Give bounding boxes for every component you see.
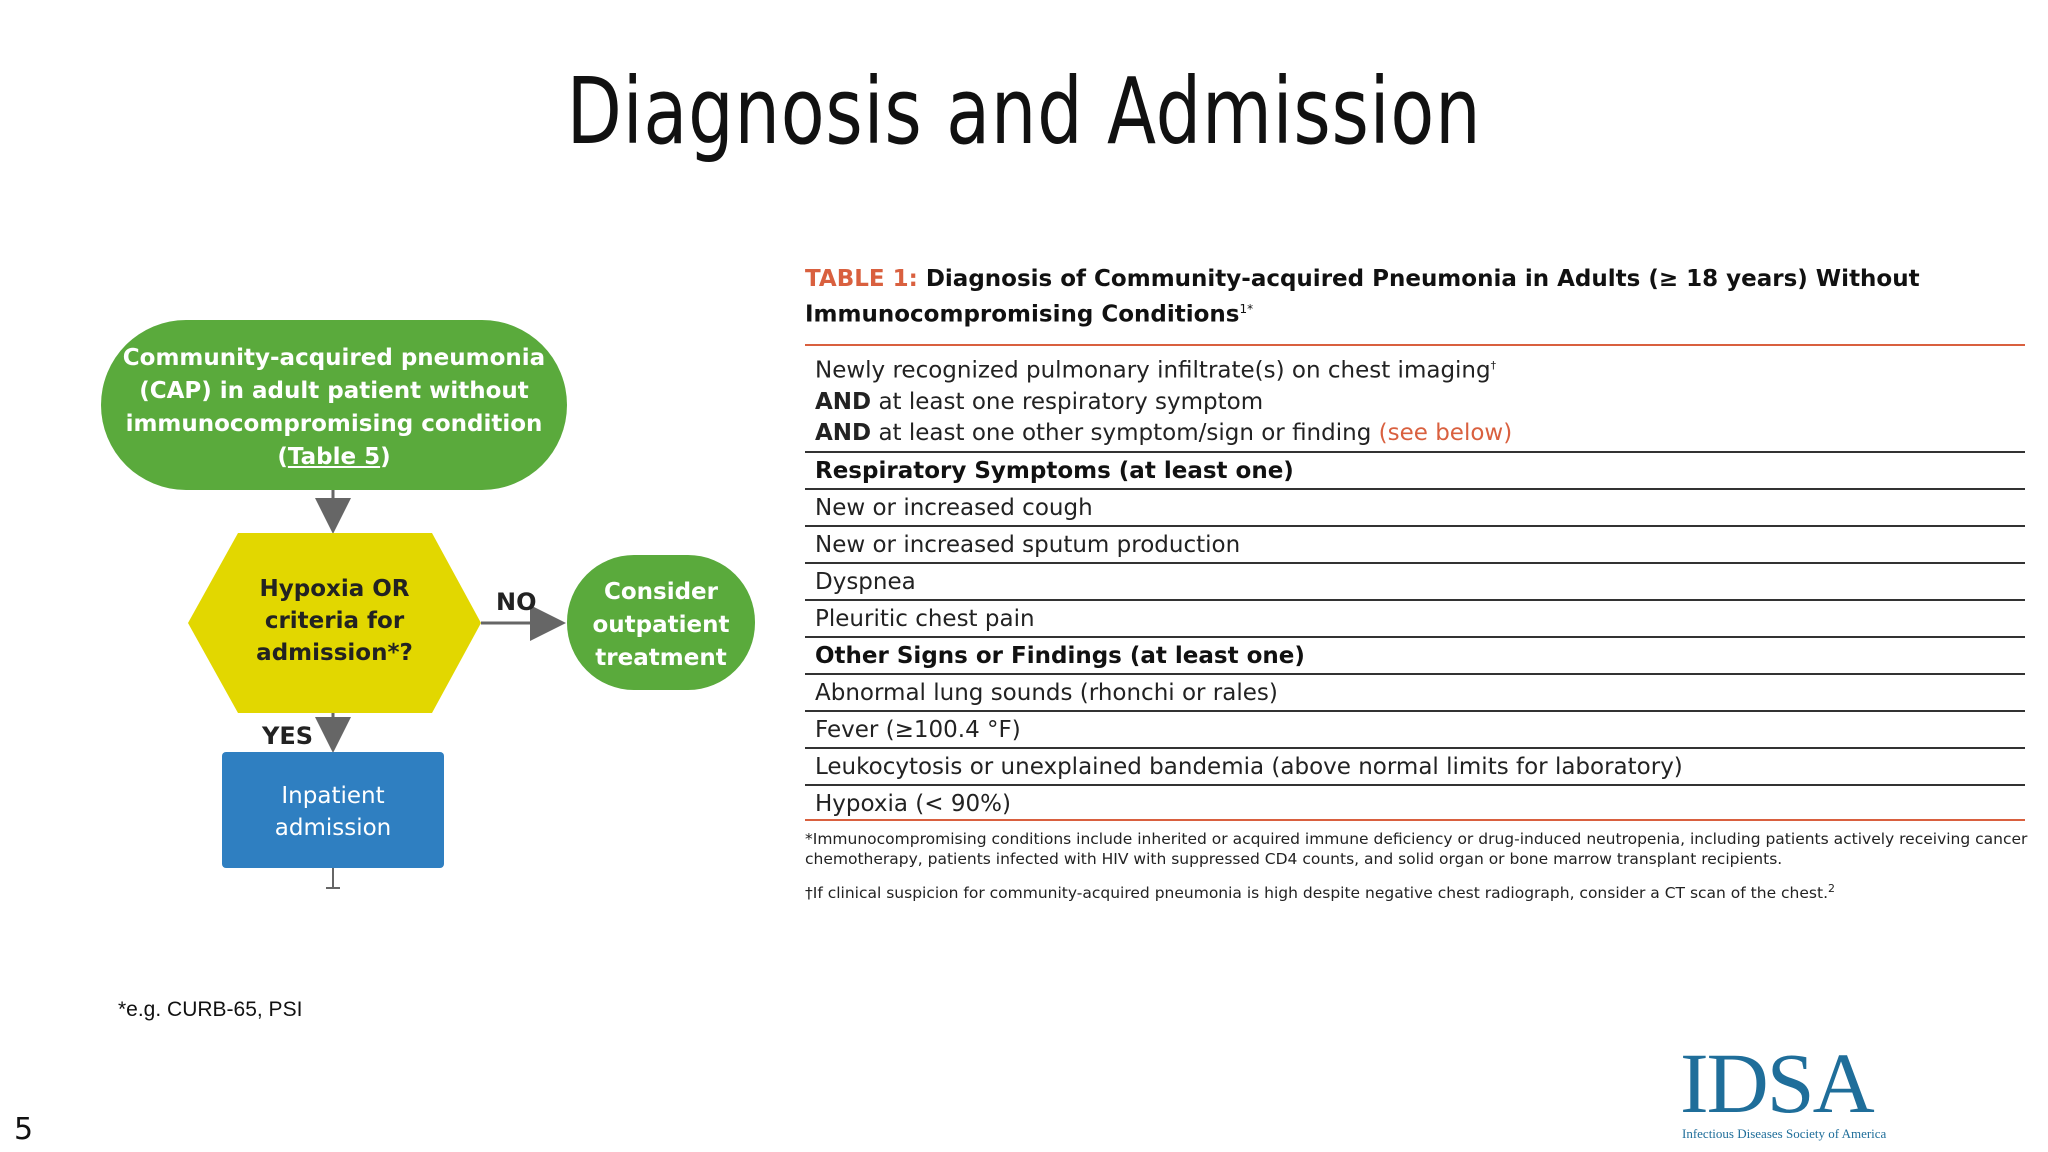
criteria-row: Newly recognized pulmonary infiltrate(s)… [805,344,2025,451]
slide-note: *e.g. CURB-65, PSI [118,998,303,1021]
paren-open: ( [277,444,288,470]
start-node: Community-acquired pneumonia (CAP) in ad… [101,342,567,474]
criteria-line3-text: at least one other symptom/sign or findi… [871,419,1379,446]
table-row: Hypoxia (< 90%) [805,783,2025,821]
decision-line1-a: Hypoxia [259,576,373,602]
decision-line1: Hypoxia OR [188,573,481,605]
outpatient-line2: outpatient [592,612,730,638]
see-below-ref: (see below) [1378,419,1513,446]
inpatient-node-shape [222,752,444,868]
table-footnote-2: †If clinical suspicion for community-acq… [805,879,2045,903]
start-node-line4: (Table 5) [101,441,567,474]
outpatient-node: Consider outpatient treatment [567,576,755,675]
table-5-link[interactable]: Table 5 [287,444,381,470]
inpatient-line2: admission [274,815,392,841]
flowchart: Community-acquired pneumonia (CAP) in ad… [0,0,800,900]
criteria-line3-and: AND [815,419,872,446]
table-title-sup: 1* [1239,302,1254,316]
page-number: 5 [14,1112,34,1147]
criteria-line1-text: Newly recognized pulmonary infiltrate(s)… [815,357,1491,384]
criteria-line1: Newly recognized pulmonary infiltrate(s)… [815,350,2025,387]
table-row: New or increased sputum production [805,524,2025,562]
inpatient-line1: Inpatient [281,783,385,809]
table-row: Abnormal lung sounds (rhonchi or rales) [805,672,2025,710]
yes-label: YES [262,722,314,750]
criteria-line2-and: AND [815,388,872,415]
table-heading: TABLE 1: Diagnosis of Community-acquired… [805,264,2035,330]
slide-title: Diagnosis and Admission [566,58,1482,165]
paren-close: ) [380,444,391,470]
outpatient-line3: treatment [595,645,727,671]
decision-node: Hypoxia OR criteria for admission*? [188,573,481,669]
start-node-line2: (CAP) in adult patient without [139,378,529,404]
table-heading-line2: Immunocompromising Conditions1* [805,294,2035,330]
table-row: Pleuritic chest pain [805,598,2025,636]
inpatient-node: Inpatient admission [222,780,444,844]
no-label: NO [496,588,537,616]
decision-line2: criteria for [264,608,405,634]
outpatient-node-shape [567,555,755,690]
start-node-shape [101,320,567,490]
table-row: Respiratory Symptoms (at least one) [805,450,2025,488]
table-label: TABLE 1: [805,266,918,292]
criteria-line1-sup: † [1490,359,1497,372]
table-footnote-2-text: †If clinical suspicion for community-acq… [805,883,1828,902]
start-node-line3: immunocompromising condition [125,411,543,437]
idsa-logo-mark: IDSA [1680,1035,1875,1131]
table-heading-line1: TABLE 1: Diagnosis of Community-acquired… [805,264,2035,294]
table-row: Leukocytosis or unexplained bandemia (ab… [805,746,2025,784]
flowchart-shapes [101,320,755,889]
start-node-line1: Community-acquired pneumonia [122,345,546,371]
diagnosis-table: Newly recognized pulmonary infiltrate(s)… [805,344,2027,903]
table-row: Dyspnea [805,561,2025,599]
criteria-line3: AND at least one other symptom/sign or f… [815,418,2025,449]
decision-or: OR [372,576,410,602]
table-row: Fever (≥100.4 °F) [805,709,2025,747]
decision-node-shape [188,533,481,713]
table-row: New or increased cough [805,487,2025,525]
table-title-line2: Immunocompromising Conditions [805,301,1240,328]
table-footnote-2-sup: 2 [1828,881,1835,895]
table-row: Other Signs or Findings (at least one) [805,635,2025,673]
outpatient-line1: Consider [603,579,719,605]
criteria-line2: AND at least one respiratory symptom [815,387,2025,418]
idsa-logo-subtitle: Infectious Diseases Society of America [1682,1126,1887,1141]
table-title-line1: Diagnosis of Community-acquired Pneumoni… [917,266,1920,292]
idsa-logo: IDSA Infectious Diseases Society of Amer… [1680,1035,1940,1141]
table-footnote-1: *Immunocompromising conditions include i… [805,829,2028,868]
criteria-line2-text: at least one respiratory symptom [871,388,1264,415]
decision-line3: admission*? [256,640,413,666]
